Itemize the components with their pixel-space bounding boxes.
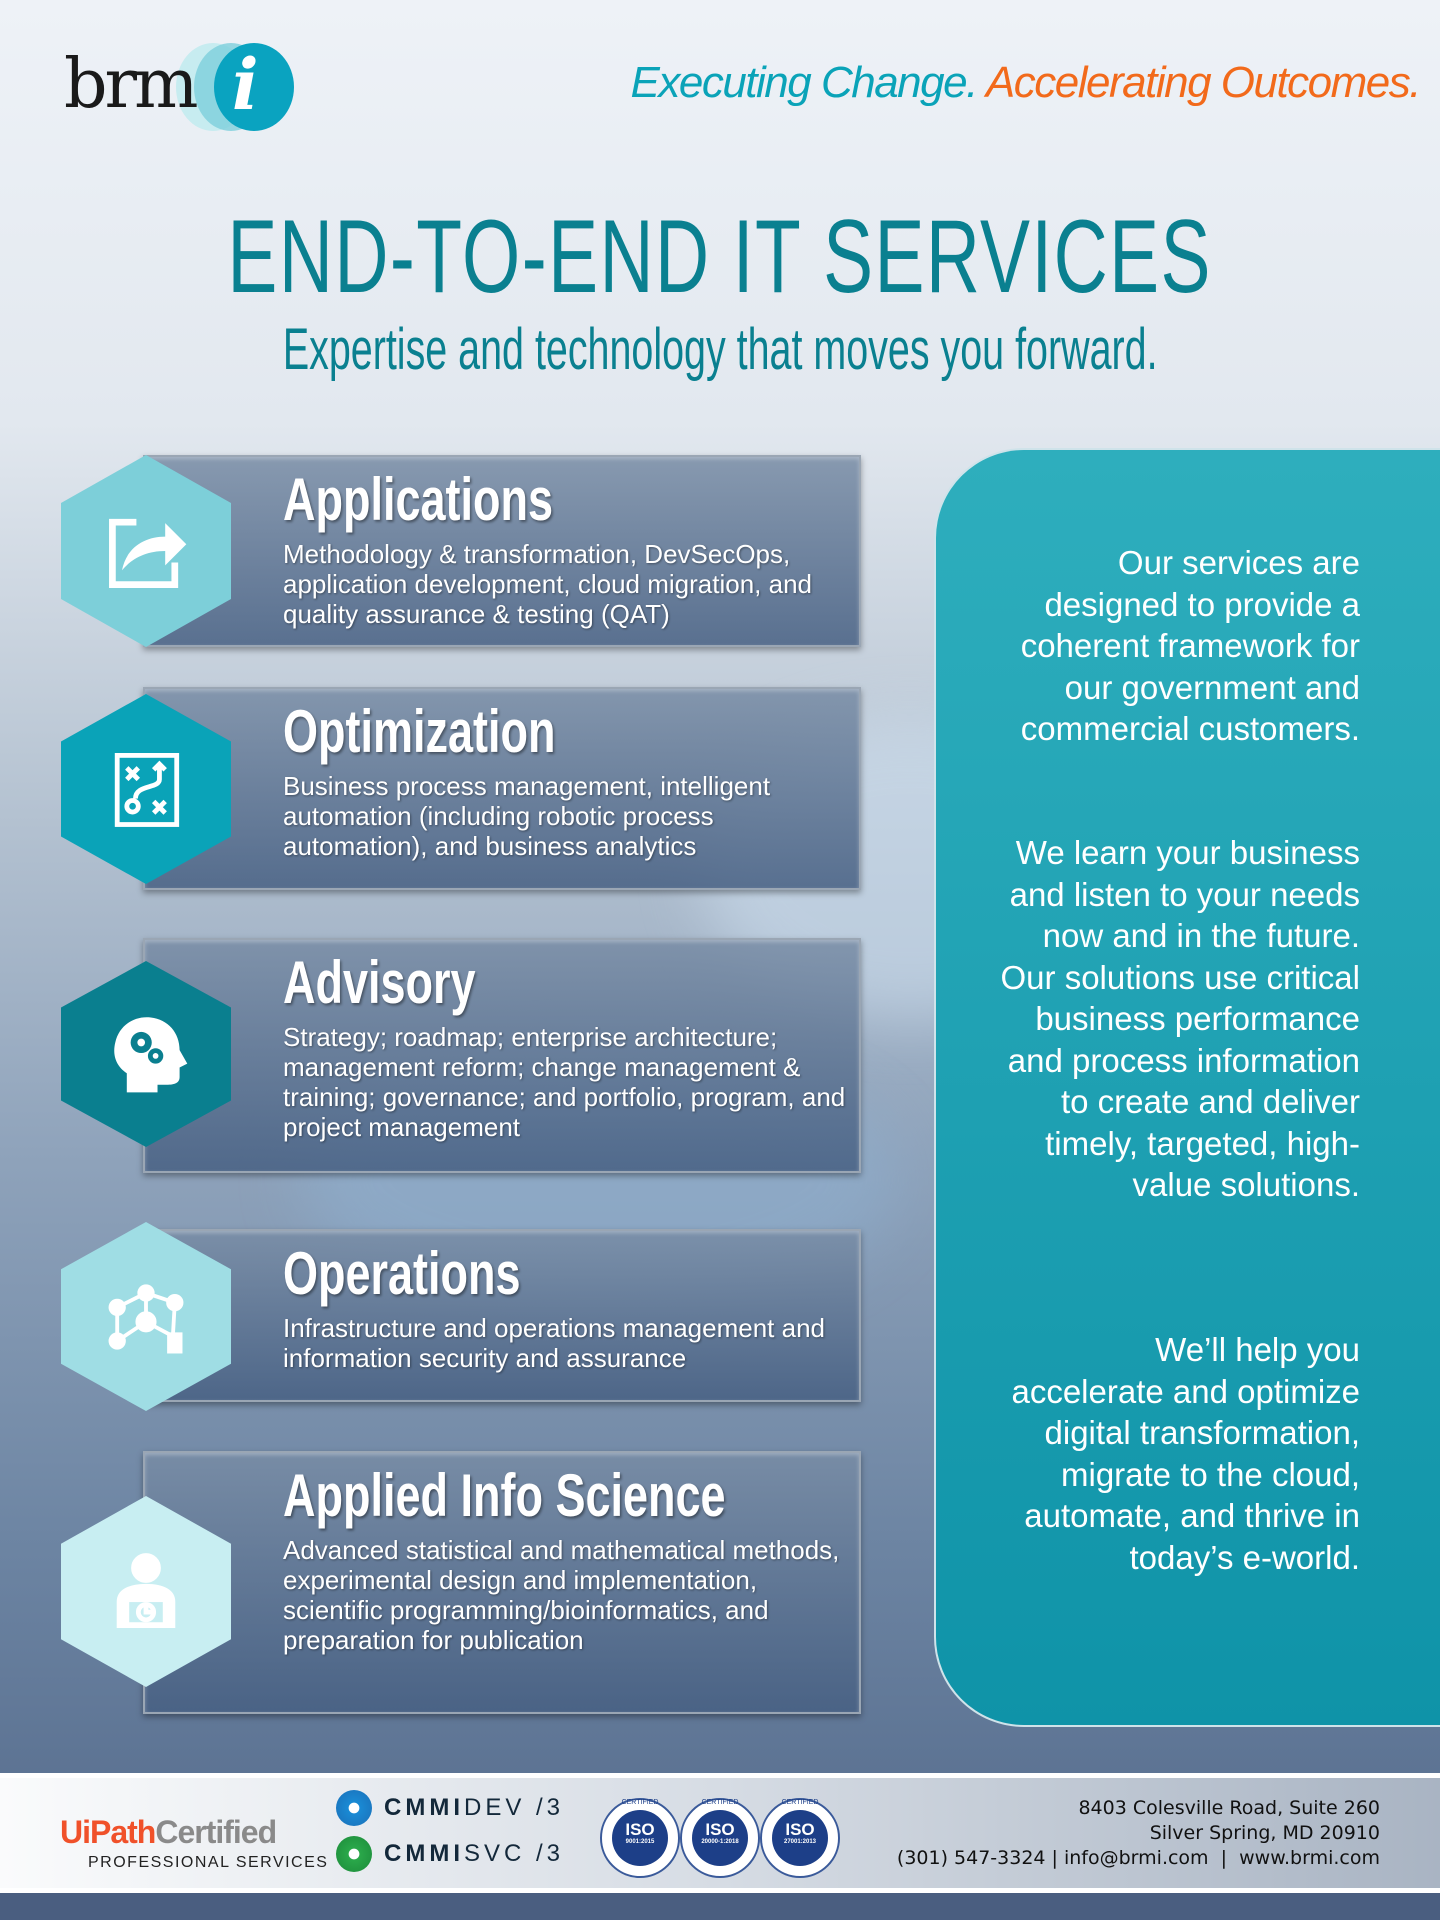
page-title: END-TO-END IT SERVICES — [227, 199, 1213, 315]
user-laptop-chart-icon — [61, 1496, 231, 1687]
brmi-logo: brm i — [64, 39, 294, 131]
footer: UiPathCertified PROFESSIONAL SERVICES CM… — [0, 1773, 1440, 1893]
tagline: Executing Change. Accelerating Outcomes. — [630, 58, 1422, 107]
bottom-bar — [0, 1893, 1440, 1920]
contact-address: 8403 Colesville Road, Suite 260 Silver S… — [896, 1797, 1380, 1869]
strategy-board-icon — [61, 694, 231, 884]
logo-text: brm — [64, 45, 199, 124]
cmmi-dev-badge: CMMIDEV /3 — [336, 1790, 564, 1826]
intro-sidebar: Our services are designed to provide a c… — [934, 448, 1440, 1727]
cmmi-svc-badge: CMMISVC /3 — [336, 1836, 564, 1872]
page-subtitle: Expertise and technology that moves you … — [282, 317, 1158, 382]
uipath-certified-logo: UiPathCertified — [60, 1814, 277, 1850]
globe-icon — [336, 1790, 372, 1826]
head-gears-icon — [61, 961, 231, 1147]
globe-icon — [336, 1836, 372, 1872]
